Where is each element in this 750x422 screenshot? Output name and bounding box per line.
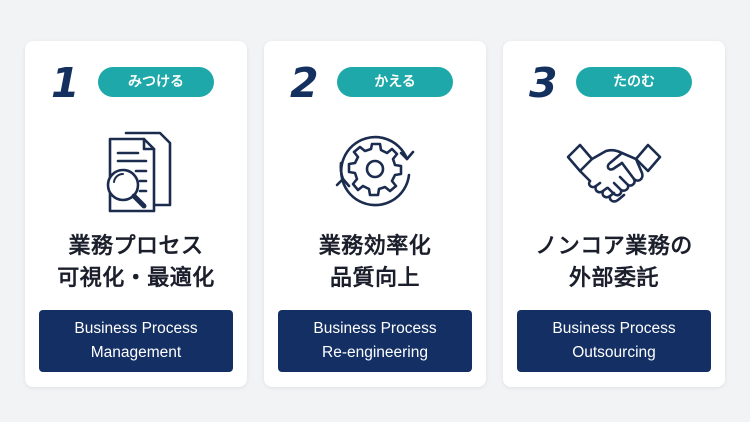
card-title-line-2: 品質向上	[329, 266, 420, 291]
card-title: 業務効率化 品質向上	[264, 231, 486, 295]
english-label-line-2: Re-engineering	[322, 344, 428, 361]
card-tag: かえる	[337, 67, 453, 97]
english-label-line-2: Management	[90, 344, 182, 361]
card-tag: みつける	[98, 67, 214, 97]
handshake-icon	[564, 119, 664, 219]
card-title: 業務プロセス 可視化・最適化	[25, 231, 247, 295]
card-title-line-1: ノンコア業務の	[535, 234, 693, 259]
english-label-box: Business Process Re-engineering	[278, 310, 472, 372]
card-title-line-1: 業務プロセス	[68, 234, 204, 259]
gear-cycle-icon	[325, 119, 425, 219]
card-title-line-2: 可視化・最適化	[57, 266, 215, 291]
english-label-box: Business Process Management	[39, 310, 233, 372]
card-tag: たのむ	[576, 67, 692, 97]
card-title: ノンコア業務の 外部委託	[503, 231, 725, 295]
card-number: 2	[290, 59, 319, 107]
card-bpr: 2 かえる 業務効率化 品質向上 Business Process Re-eng…	[264, 41, 486, 387]
card-bpo: 3 たのむ ノンコア業務の 外部委託 Business Process Ou	[503, 41, 725, 387]
card-number: 1	[51, 59, 80, 107]
card-number: 3	[529, 59, 558, 107]
english-label-line-1: Business Process	[74, 320, 198, 337]
english-label-line-1: Business Process	[313, 320, 437, 337]
english-label-line-2: Outsourcing	[572, 344, 656, 361]
card-title-line-1: 業務効率化	[318, 234, 432, 259]
card-bpm: 1 みつける 業務プロセス 可視化・最適化 Business Process M…	[25, 41, 247, 387]
english-label-line-1: Business Process	[552, 320, 676, 337]
english-label-box: Business Process Outsourcing	[517, 310, 711, 372]
document-search-icon	[86, 119, 186, 219]
card-title-line-2: 外部委託	[568, 266, 659, 291]
